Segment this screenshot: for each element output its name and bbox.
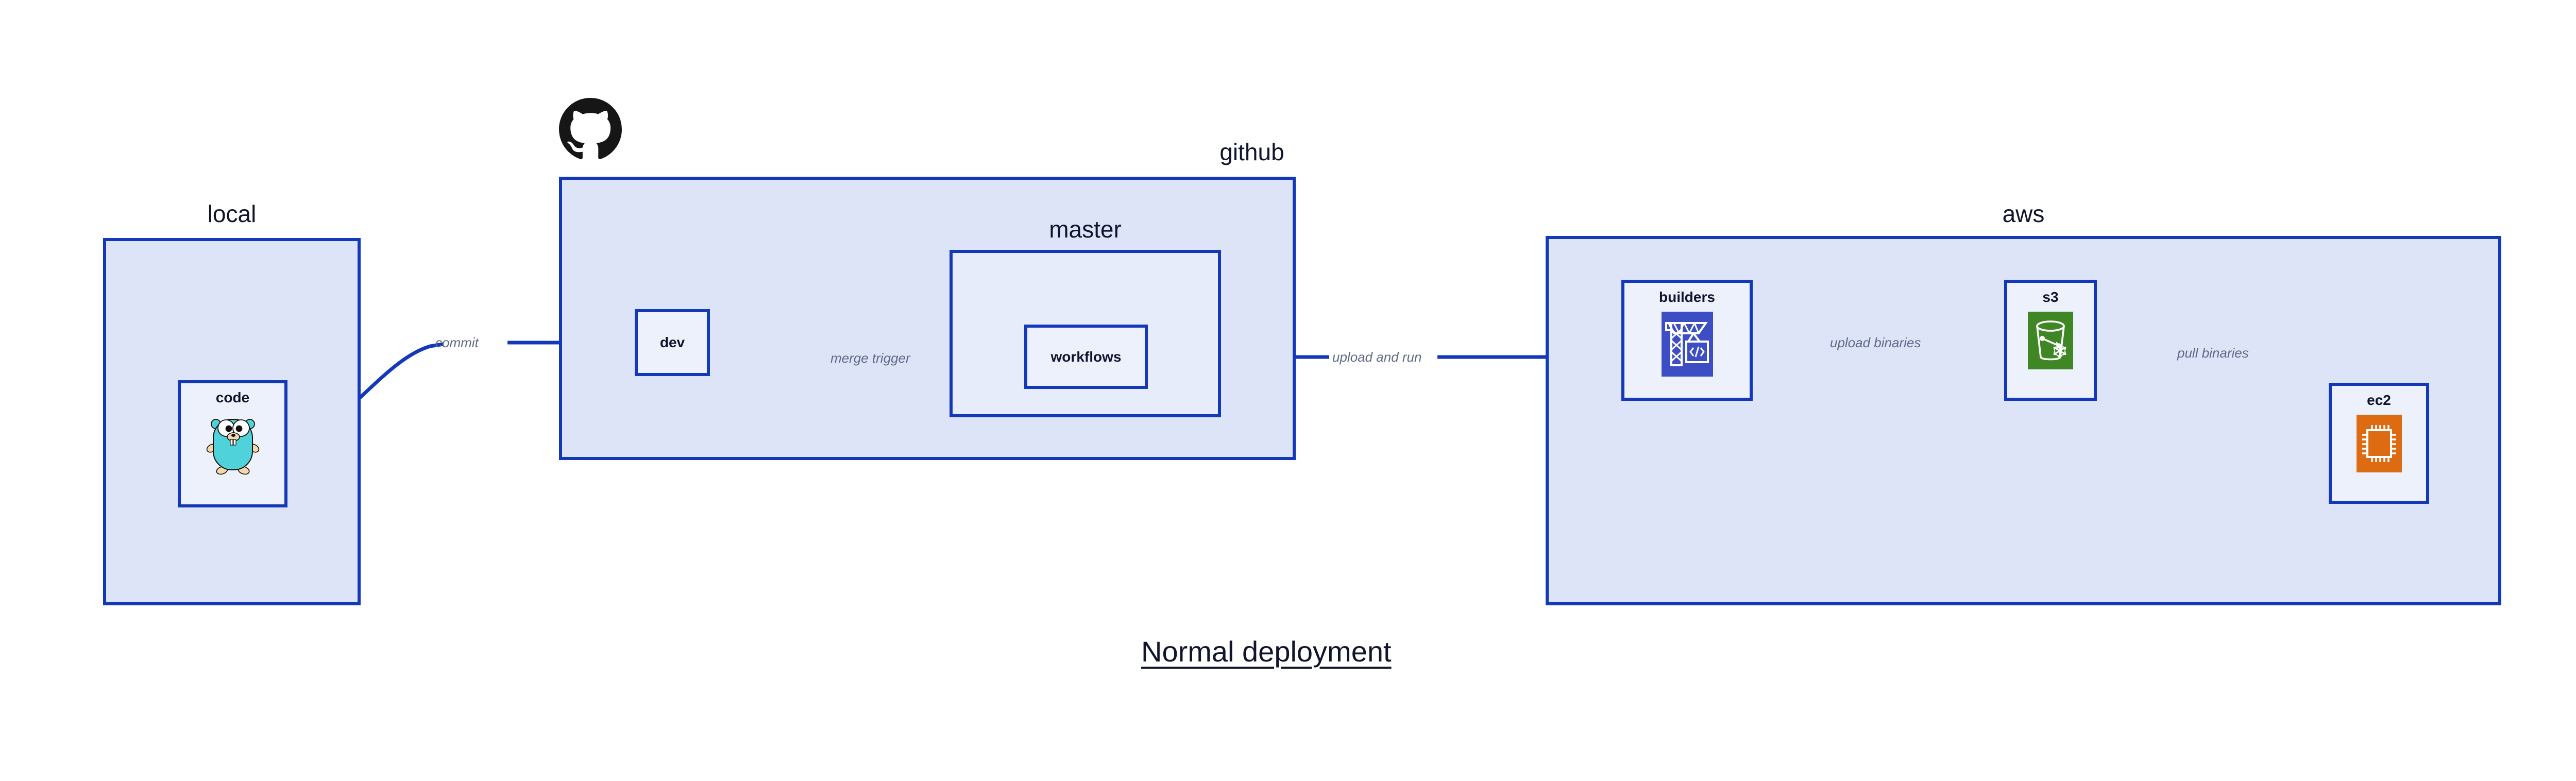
edge-label-upload-binaries: upload binaries [1830,335,1921,350]
group-label-github: github [1219,139,1284,165]
node-label-ec2: ec2 [2367,392,2391,408]
group-label-master: master [1049,216,1122,243]
group-label-aws: aws [2002,200,2045,227]
aws-s3-glacier-icon [2028,312,2073,369]
node-workflows[interactable]: workflows [1024,325,1148,389]
edge-label-commit: commit [435,335,479,350]
diagram-title: Normal deployment [1141,635,1392,668]
aws-codebuild-icon [1661,312,1713,377]
node-ec2[interactable]: ec2 [2329,383,2429,504]
go-gopher-icon [205,412,261,475]
edge-label-pull-binaries: pull binaries [2177,345,2249,361]
github-octocat-logo [559,98,622,161]
node-label-workflows: workflows [1050,348,1122,365]
edge-label-upload-and-run: upload and run [1332,349,1422,365]
node-dev[interactable]: dev [635,309,710,376]
aws-ec2-icon [2356,415,2402,472]
node-builders[interactable]: builders [1621,280,1753,401]
group-label-local: local [207,200,257,227]
node-label-code: code [215,389,250,405]
node-s3[interactable]: s3 [2004,280,2097,401]
node-label-s3: s3 [2042,289,2059,305]
node-label-dev: dev [659,334,685,350]
node-label-builders: builders [1659,289,1715,305]
edge-label-merge-trigger: merge trigger [831,350,910,366]
node-code[interactable]: code [178,380,287,507]
